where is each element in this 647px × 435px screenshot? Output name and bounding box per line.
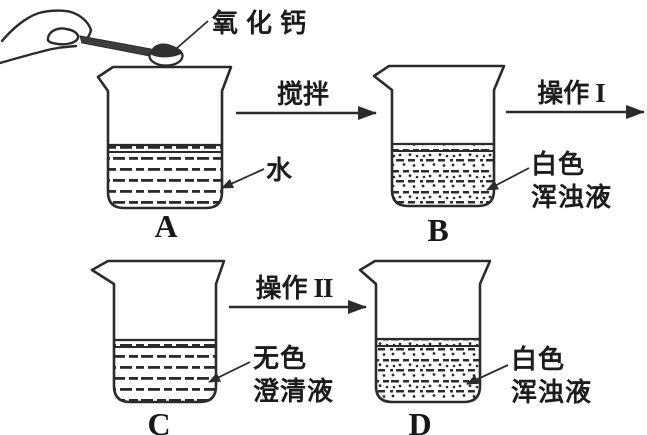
spoon-with-powder-icon (79, 35, 184, 67)
reagent-label: 氧化钙 (212, 9, 315, 39)
spoon-handle (79, 35, 152, 57)
beaker-a-liquid (108, 145, 222, 208)
beaker-b-letter: B (427, 212, 449, 248)
clear-c-label-leader (208, 361, 251, 383)
beaker-d-letter: D (408, 406, 432, 435)
operation-1-numeral: I (595, 78, 605, 108)
hand-lower-outline (0, 44, 78, 65)
beaker-c-liquid (114, 340, 216, 402)
beaker-c (90, 259, 226, 404)
turbid-d-label: 白色 浑浊液 (511, 345, 593, 408)
turbid-b-label-leader (486, 167, 530, 191)
beaker-a (96, 65, 233, 210)
stir-arrow-label: 搅拌 (253, 81, 353, 109)
beaker-a-letter: A (154, 208, 178, 244)
beaker-b (372, 64, 506, 208)
powder-heap (150, 43, 181, 58)
water-label-leader (221, 168, 265, 189)
turbid-d-label-leader (466, 364, 509, 385)
stir-arrow-label-text: 搅拌 (276, 80, 329, 110)
operation-2-numeral: II (313, 273, 334, 303)
beaker-d-outline (358, 259, 492, 404)
clear-c-label: 无色 澄清液 (253, 344, 335, 407)
turbid-b-label: 白色 浑浊液 (531, 150, 613, 213)
operation-1-label-text: 操作 (537, 79, 590, 109)
water-label: 水 (266, 156, 294, 186)
thumb-outline (46, 27, 80, 46)
beaker-b-liquid (392, 144, 494, 206)
beaker-c-outline (90, 259, 226, 404)
beaker-a-outline (96, 65, 233, 210)
hand-illustration (0, 9, 93, 65)
beaker-d-liquid (376, 339, 480, 402)
operation-2-label-text: 操作 (255, 274, 308, 304)
reagent-label-leader (176, 20, 209, 49)
beaker-d (358, 259, 492, 404)
hand-back-outline (0, 9, 93, 43)
beaker-c-letter: C (147, 406, 171, 435)
